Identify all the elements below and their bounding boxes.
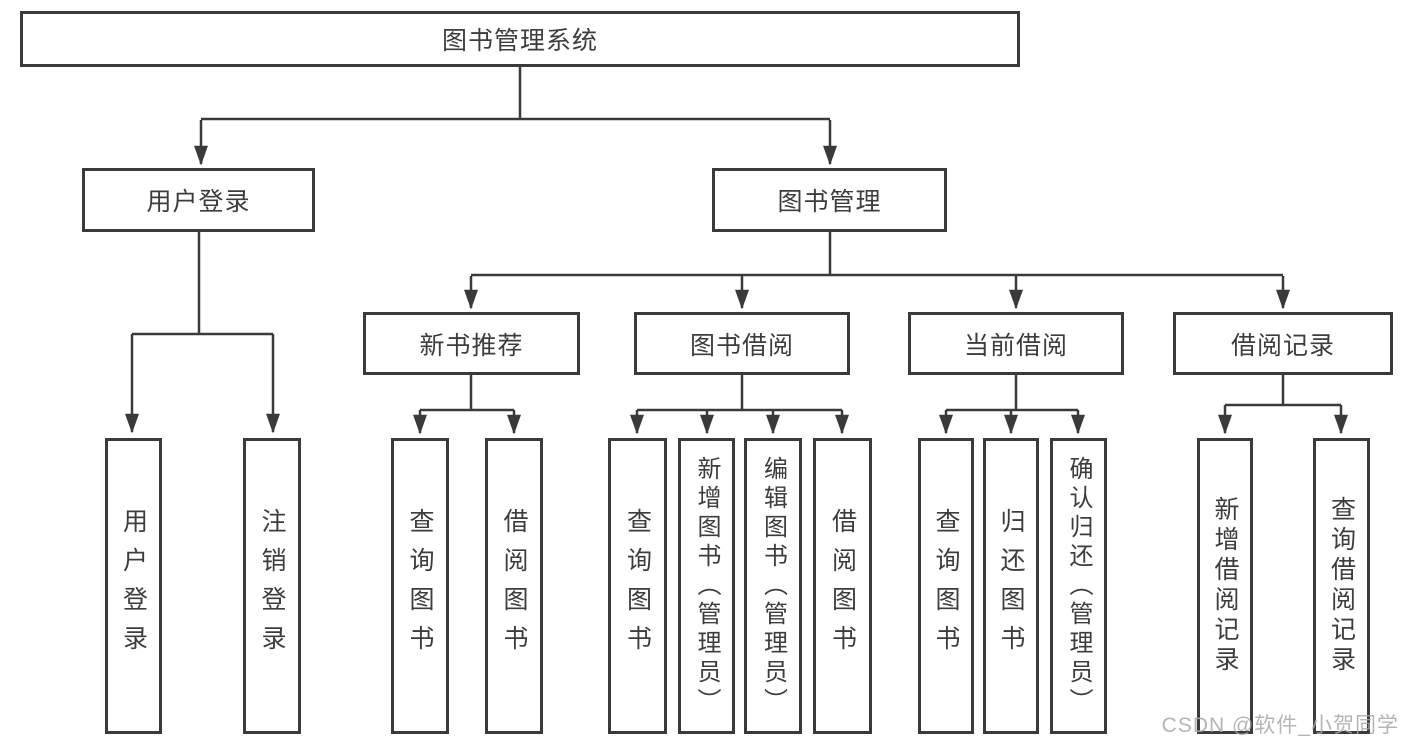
node-borrow-records: 借阅记录: [1173, 312, 1393, 375]
leaf-confirm-return-admin-label: 确认归还（管理员）: [1065, 455, 1092, 717]
leaf-query-borrow-record: 查询借阅记录: [1313, 438, 1370, 734]
node-book-management-label: 图书管理: [777, 188, 882, 216]
leaf-logout: 注销登录: [243, 438, 301, 734]
leaf-add-book-admin: 新增图书（管理员）: [678, 438, 735, 734]
node-current-borrow-label: 当前借阅: [963, 331, 1068, 360]
leaf-user-login-label: 用户登录: [119, 508, 148, 664]
node-book-borrow-label: 图书借阅: [689, 331, 794, 360]
leaf-query-books-1-label: 查询图书: [406, 508, 434, 664]
leaf-query-books-2: 查询图书: [608, 438, 667, 734]
leaf-borrow-books-1-label: 借阅图书: [500, 508, 528, 664]
leaf-add-borrow-record-label: 新增借阅记录: [1211, 496, 1239, 676]
leaf-user-login: 用户登录: [105, 438, 162, 734]
node-user-login-label: 用户登录: [146, 188, 251, 216]
leaf-edit-book-admin: 编辑图书（管理员）: [744, 438, 802, 734]
leaf-query-books-3-label: 查询图书: [932, 508, 960, 664]
leaf-query-books-3: 查询图书: [918, 438, 974, 734]
leaf-borrow-books-1: 借阅图书: [485, 438, 543, 734]
leaf-query-borrow-record-label: 查询借阅记录: [1327, 496, 1356, 676]
node-new-book-recommend: 新书推荐: [363, 312, 580, 375]
watermark: CSDN @软件_小贺同学: [1161, 714, 1399, 737]
node-book-management: 图书管理: [712, 168, 947, 232]
leaf-return-book: 归还图书: [983, 438, 1039, 734]
node-new-book-recommend-label: 新书推荐: [419, 331, 524, 360]
leaf-confirm-return-admin: 确认归还（管理员）: [1050, 438, 1107, 734]
leaf-borrow-books-2-label: 借阅图书: [828, 508, 857, 664]
node-borrow-records-label: 借阅记录: [1230, 331, 1335, 360]
leaf-query-books-2-label: 查询图书: [623, 508, 652, 664]
leaf-edit-book-admin-label: 编辑图书（管理员）: [759, 455, 787, 717]
node-library-system-label: 图书管理系统: [441, 27, 598, 55]
leaf-add-borrow-record: 新增借阅记录: [1197, 438, 1253, 734]
leaf-add-book-admin-label: 新增图书（管理员）: [693, 455, 720, 717]
node-book-borrow: 图书借阅: [634, 312, 850, 375]
node-library-system: 图书管理系统: [20, 11, 1020, 67]
node-current-borrow: 当前借阅: [908, 312, 1124, 375]
leaf-logout-label: 注销登录: [258, 508, 286, 664]
leaf-return-book-label: 归还图书: [997, 508, 1025, 664]
leaf-borrow-books-2: 借阅图书: [813, 438, 872, 734]
leaf-query-books-1: 查询图书: [391, 438, 449, 734]
node-user-login: 用户登录: [82, 168, 315, 232]
